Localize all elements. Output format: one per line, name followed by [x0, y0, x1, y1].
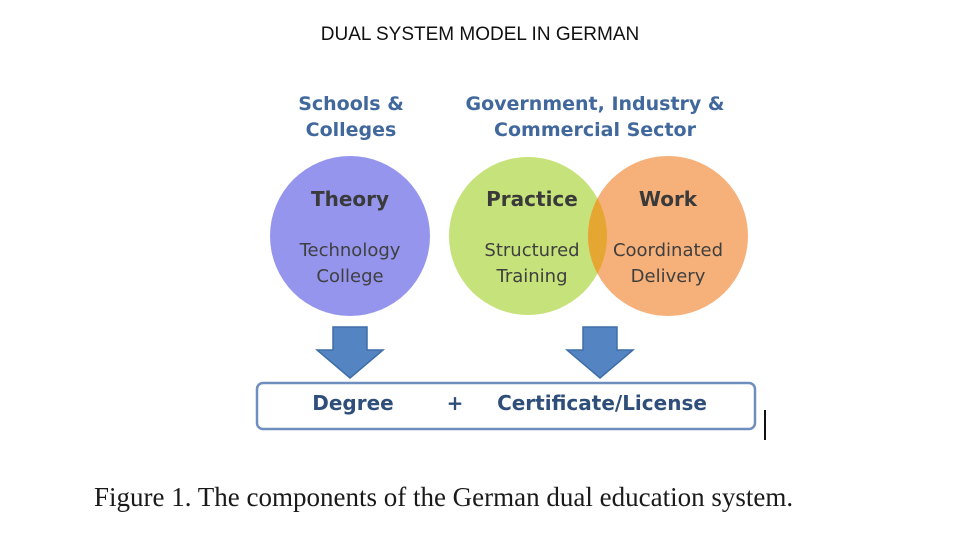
schools-header-line-1: Schools & [298, 93, 404, 115]
practice-line-1: Structured [484, 240, 579, 261]
government-header-line-2: Commercial Sector [494, 119, 697, 141]
theory-line-2: College [316, 266, 383, 287]
theory-heading: Theory [311, 187, 389, 211]
figure-caption: Figure 1. The components of the German d… [94, 482, 794, 512]
practice-circle [449, 157, 607, 315]
practice-heading: Practice [486, 187, 578, 211]
practice-down-arrow [564, 326, 636, 379]
certificate-license-label: Certificate/License [497, 391, 707, 415]
work-line-1: Coordinated [613, 240, 723, 261]
schools-header-line-2: Colleges [306, 119, 397, 141]
work-heading: Work [639, 187, 698, 211]
outcome-bar [255, 381, 757, 431]
practice-line-2: Training [495, 266, 567, 287]
work-circle [588, 156, 748, 316]
theory-circle [270, 156, 430, 316]
slide-title: DUAL SYSTEM MODEL IN GERMAN [320, 24, 640, 45]
work-line-2: Delivery [631, 266, 706, 287]
theory-down-arrow [314, 326, 386, 379]
theory-line-1: Technology [299, 240, 401, 261]
government-header-line-1: Government, Industry & [466, 93, 725, 115]
degree-label: Degree [312, 391, 393, 415]
plus-sign: + [447, 391, 464, 415]
